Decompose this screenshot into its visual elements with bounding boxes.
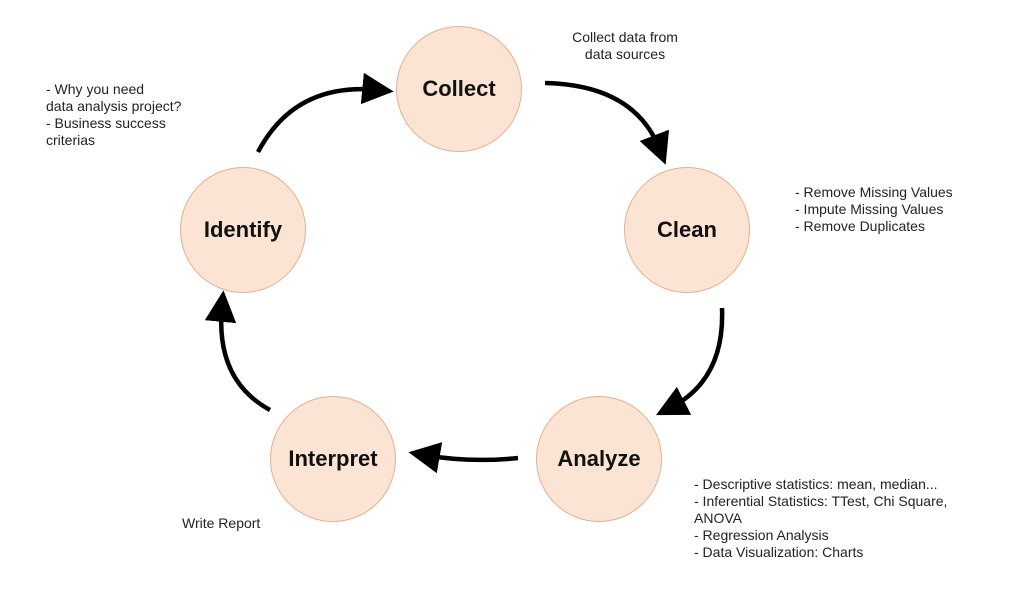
node-clean: Clean [624,167,750,293]
node-interpret: Interpret [270,396,396,522]
note-clean-line: - Remove Duplicates [795,218,925,234]
node-interpret-label: Interpret [288,446,378,471]
note-collect: Collect data from data sources [545,29,705,63]
note-collect-line: Collect data from [572,29,678,45]
note-identify-line: - Business success [46,115,166,131]
note-identify-line: data analysis project? [46,98,182,114]
arrow-collect-to-clean [544,80,670,165]
note-interpret: Write Report [182,515,260,532]
arrow-clean-to-analyze [655,307,725,416]
note-analyze-line: - Data Visualization: Charts [694,544,864,560]
note-analyze-line: - Descriptive statistics: mean, median..… [694,476,938,492]
arrow-analyze-to-interpret [408,442,519,474]
note-analyze-line: - Regression Analysis [694,527,829,543]
note-clean-line: - Remove Missing Values [795,184,953,200]
node-analyze-label: Analyze [557,446,641,471]
node-analyze: Analyze [536,396,662,522]
node-clean-label: Clean [657,217,717,242]
node-collect: Collect [396,26,522,152]
node-identify: Identify [180,167,306,293]
node-identify-label: Identify [203,217,283,242]
note-identify-line: criterias [46,132,96,148]
note-identify: - Why you need data analysis project? - … [46,81,181,149]
note-analyze-line: ANOVA [694,510,742,526]
note-clean: - Remove Missing Values - Impute Missing… [795,184,953,235]
node-collect-label: Collect [422,76,496,101]
note-interpret-line: Write Report [182,515,261,531]
note-analyze: - Descriptive statistics: mean, median..… [694,476,947,561]
note-analyze-line: - Inferential Statistics: TTest, Chi Squ… [694,493,948,509]
arrow-identify-to-collect [256,72,394,154]
arrow-interpret-to-identify [204,290,272,412]
note-identify-line: - Why you need [46,81,145,97]
note-collect-line: data sources [584,46,666,62]
note-clean-line: - Impute Missing Values [795,201,944,217]
